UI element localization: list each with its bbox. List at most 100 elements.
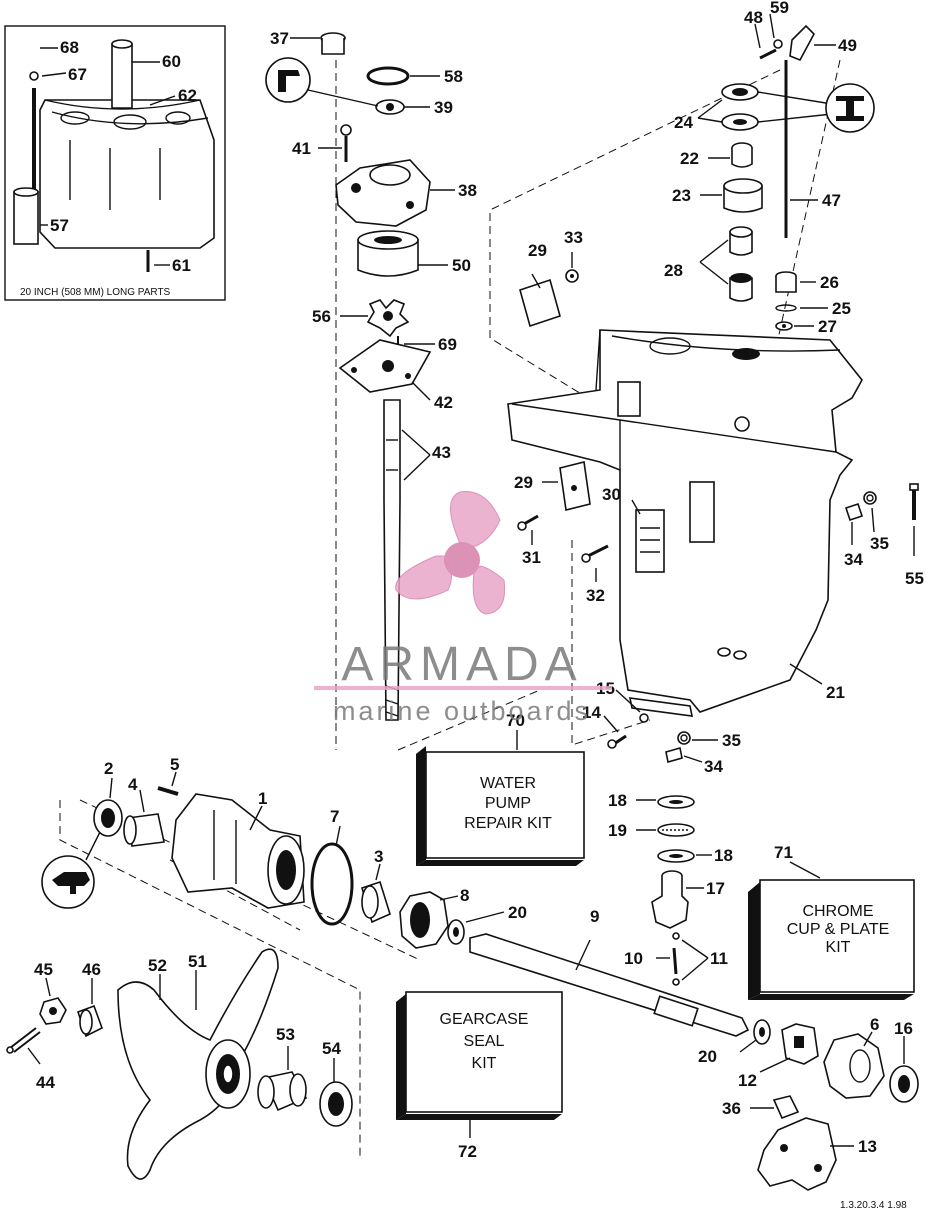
footer-code: 1.3.20.3.4 1.98: [840, 1200, 907, 1211]
callout-71: 71: [774, 843, 793, 862]
water-pump-parts: 37 58 39 41 38 50 56 69 42 43: [265, 29, 477, 721]
callout-35-bottom: 35: [722, 731, 741, 750]
callout-6: 6: [870, 1015, 879, 1034]
callout-72: 72: [458, 1142, 477, 1161]
gearcase-seal-kit: 72 GEARCASE SEAL KIT: [396, 991, 563, 1161]
callout-56: 56: [312, 307, 331, 326]
svg-text:REPAIR KIT: REPAIR KIT: [464, 815, 552, 832]
armada-logo: [395, 491, 506, 615]
svg-text:CHROME: CHROME: [802, 903, 873, 920]
armada-watermark: ARMADA marine outboards: [314, 491, 612, 726]
callout-37: 37: [270, 29, 289, 48]
callout-44: 44: [36, 1073, 55, 1092]
callout-34-right: 34: [844, 550, 863, 569]
propeller-drawing: [117, 948, 279, 1180]
callout-67: 67: [68, 65, 87, 84]
callout-52: 52: [148, 956, 167, 975]
callout-18-upper: 18: [608, 791, 627, 810]
callout-31: 31: [522, 548, 541, 567]
callout-25: 25: [832, 299, 851, 318]
callout-70: 70: [506, 711, 525, 730]
callout-43: 43: [432, 443, 451, 462]
callout-32: 32: [586, 586, 605, 605]
callout-33: 33: [564, 228, 583, 247]
callout-42: 42: [434, 393, 453, 412]
inset-housing-drawing: [39, 99, 215, 249]
svg-text:GEARCASE: GEARCASE: [440, 1011, 529, 1028]
chrome-cup-plate-kit: 71 CHROME CUP & PLATE KIT: [748, 843, 915, 1000]
callout-46: 46: [82, 960, 101, 979]
callout-54: 54: [322, 1039, 341, 1058]
callout-62: 62: [178, 86, 197, 105]
callout-10: 10: [624, 949, 643, 968]
callout-8: 8: [460, 886, 469, 905]
inset-long-parts: 68 67 60 62 57 61 20 INCH (508 MM) LONG …: [4, 25, 226, 301]
callout-14: 14: [582, 703, 601, 722]
callout-20-upper: 20: [508, 903, 527, 922]
callout-7: 7: [330, 807, 339, 826]
callout-27: 27: [818, 317, 837, 336]
callout-17: 17: [706, 879, 725, 898]
callout-50: 50: [452, 256, 471, 275]
gearcase-housing: 29 33 21 29 30 31 32: [507, 228, 924, 776]
kit-boxes: 70 WATER PUMP REPAIR KIT 71 CHROME CUP &…: [396, 711, 915, 1161]
svg-text:KIT: KIT: [472, 1055, 497, 1072]
callout-39: 39: [434, 98, 453, 117]
callout-29-top: 29: [528, 241, 547, 260]
callout-53: 53: [276, 1025, 295, 1044]
sealant-icon: [265, 57, 311, 103]
callout-59: 59: [770, 0, 789, 17]
callout-16: 16: [894, 1019, 913, 1038]
callout-38: 38: [458, 181, 477, 200]
callout-58: 58: [444, 67, 463, 86]
watermark-tagline: marine outboards: [333, 696, 591, 726]
gearcase-housing-drawing: [507, 329, 863, 713]
callout-69: 69: [438, 335, 457, 354]
callout-23: 23: [672, 186, 691, 205]
callout-22: 22: [680, 149, 699, 168]
callout-68: 68: [60, 38, 79, 57]
callout-61: 61: [172, 256, 191, 275]
water-pump-repair-kit: 70 WATER PUMP REPAIR KIT: [416, 711, 585, 866]
callout-24: 24: [674, 113, 693, 132]
callout-5: 5: [170, 755, 179, 774]
svg-text:KIT: KIT: [826, 939, 851, 956]
lower-gear-parts: 2 4 5 1 7 3 8 20: [41, 755, 919, 1191]
callout-18-lower: 18: [714, 846, 733, 865]
callout-35-right: 35: [870, 534, 889, 553]
callout-34-bottom: 34: [704, 757, 723, 776]
callout-30: 30: [602, 485, 621, 504]
callout-36: 36: [722, 1099, 741, 1118]
callout-20-lower: 20: [698, 1047, 717, 1066]
svg-text:PUMP: PUMP: [485, 795, 531, 812]
callout-60: 60: [162, 52, 181, 71]
callout-41: 41: [292, 139, 311, 158]
callout-21: 21: [826, 683, 845, 702]
inset-caption: 20 INCH (508 MM) LONG PARTS: [20, 287, 171, 298]
callout-2: 2: [104, 759, 113, 778]
callout-9: 9: [590, 907, 599, 926]
svg-text:WATER: WATER: [480, 775, 536, 792]
callout-11: 11: [710, 949, 728, 968]
callout-29-side: 29: [514, 473, 533, 492]
callout-1: 1: [258, 789, 267, 808]
bearing-stack-parts: 48 59 49 24 22 23 47 28 26 25 27: [664, 0, 875, 336]
callout-4: 4: [128, 775, 138, 794]
callout-51: 51: [188, 952, 207, 971]
inset-tube-drawing: [111, 43, 133, 109]
svg-text:SEAL: SEAL: [464, 1033, 505, 1050]
svg-text:CUP & PLATE: CUP & PLATE: [787, 921, 890, 938]
callout-19: 19: [608, 821, 627, 840]
callout-13: 13: [858, 1137, 877, 1156]
callout-48: 48: [744, 8, 763, 27]
callout-47: 47: [822, 191, 841, 210]
callout-45: 45: [34, 960, 53, 979]
callout-12: 12: [738, 1071, 757, 1090]
inset-frame: [4, 25, 226, 301]
callout-49: 49: [838, 36, 857, 55]
callout-3: 3: [374, 847, 383, 866]
callout-57: 57: [50, 216, 69, 235]
callout-28: 28: [664, 261, 683, 280]
